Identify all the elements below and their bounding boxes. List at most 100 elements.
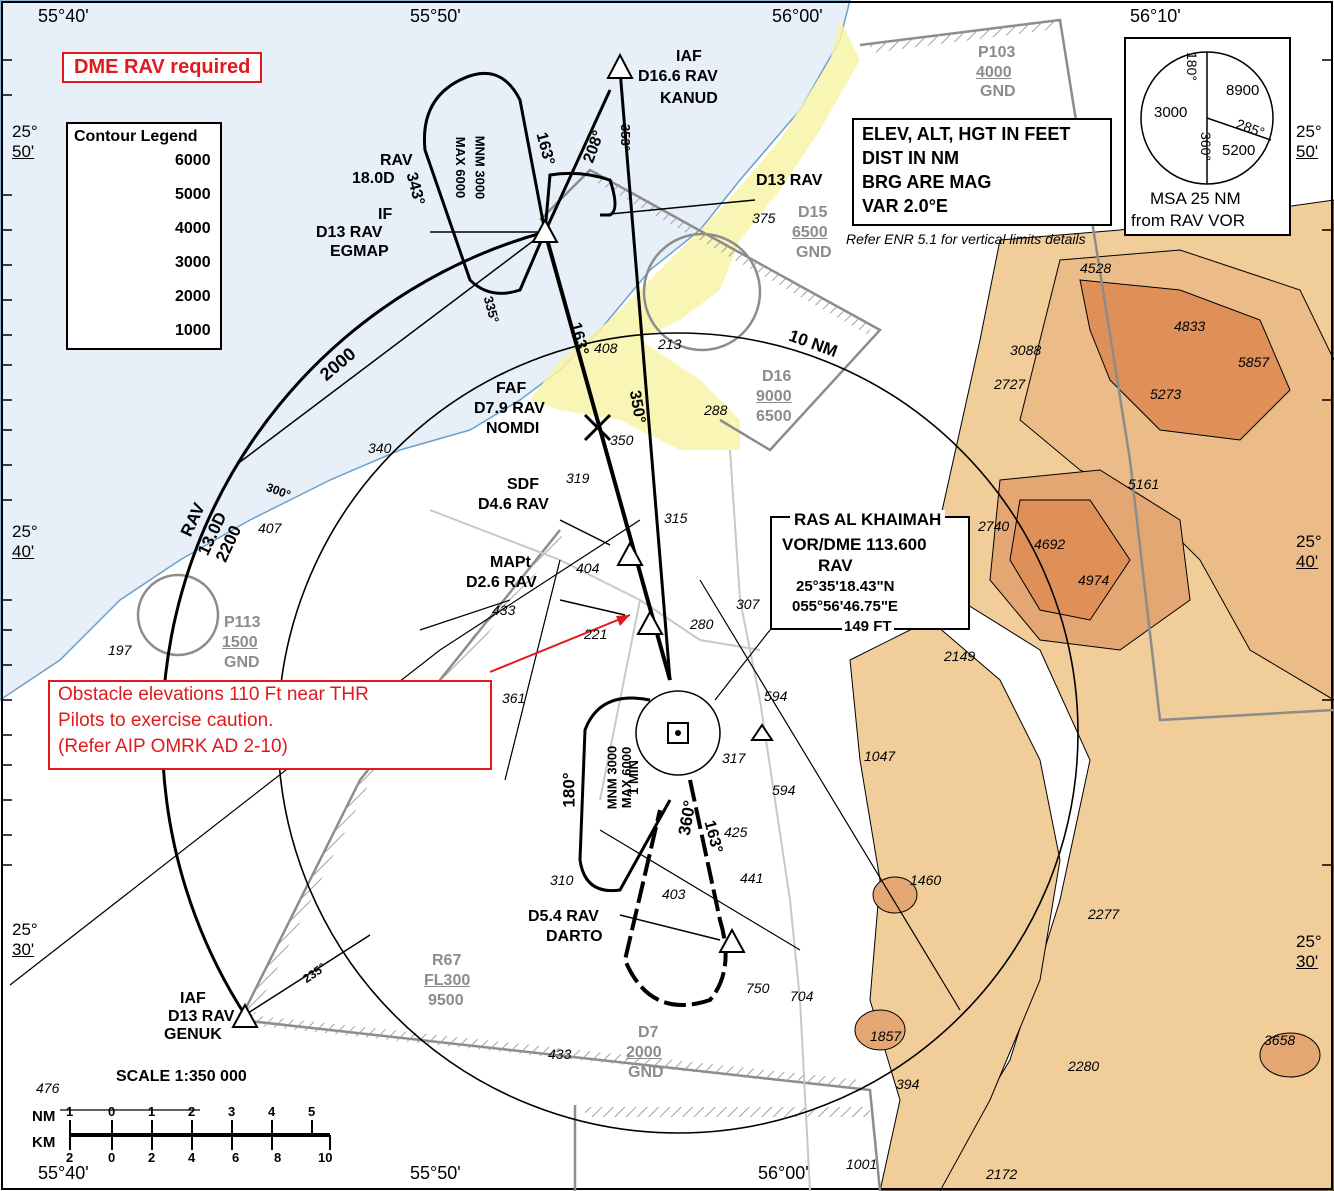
vor-name: RAS AL KHAIMAH	[790, 510, 946, 530]
msa-sector: 8900	[1226, 82, 1260, 99]
lat-label: 25°	[12, 920, 38, 939]
units-line: BRG ARE MAG	[862, 172, 992, 192]
hold-limits: 1 MIN	[625, 760, 641, 795]
obstacle-elev: 433	[492, 602, 516, 618]
fix-mapt	[636, 609, 664, 635]
airspace-name: D7	[638, 1024, 659, 1041]
vor-lat: 25°35'18.43"N	[796, 578, 895, 595]
spot-height: 4974	[1078, 572, 1110, 588]
obstacle-elev: 704	[790, 988, 814, 1004]
spot-height: 2740	[978, 518, 1010, 534]
obstacle-elev: 319	[566, 470, 590, 486]
hold-limits: MAX 6000	[453, 136, 469, 199]
legend-level: 6000	[175, 152, 211, 169]
msa-sector: 5200	[1222, 142, 1256, 159]
fix-label: D4.6 RAV	[478, 496, 549, 513]
scale-tick: 10	[318, 1150, 333, 1165]
airspace-lower: GND	[796, 244, 832, 261]
airspace-lower: GND	[224, 654, 260, 671]
fix-label: D16.6 RAV	[638, 68, 718, 85]
obstacle-elev: 317	[722, 750, 746, 766]
obstacle-elev: 310	[550, 872, 574, 888]
spot-height: 476	[36, 1080, 60, 1096]
spot-height: 2280	[1068, 1058, 1100, 1074]
terrain	[849, 199, 1334, 1191]
scale-bar	[69, 1120, 331, 1150]
spot-height: 1460	[910, 872, 942, 888]
lat-label: 40'	[12, 542, 35, 561]
enr-note: Refer ENR 5.1 for vertical limits detail…	[846, 231, 1086, 247]
dme-arc-13	[160, 230, 546, 1016]
msa-caption: MSA 25 NM	[1150, 189, 1241, 208]
spot-height: 1047	[864, 748, 896, 764]
fix-label: FAF	[496, 380, 527, 397]
scale-tick: 4	[268, 1104, 276, 1119]
scale-tick: 6	[232, 1150, 240, 1165]
fix-label: D13 RAV	[168, 1008, 235, 1025]
obstacle-elev: 425	[724, 824, 748, 840]
lat-label: 25°	[1296, 532, 1322, 551]
fix-label: D2.6 RAV	[466, 574, 537, 591]
caution-line: Pilots to exercise caution.	[58, 710, 274, 731]
legend-level: 5000	[175, 186, 211, 203]
obstacle-elev: 403	[662, 886, 686, 902]
scale-tick: 3	[228, 1104, 236, 1119]
scale-tick: 2	[148, 1150, 156, 1165]
airspace-upper: 2000	[626, 1044, 662, 1061]
scale-tick: 4	[188, 1150, 196, 1165]
obstacle-elev: 288	[704, 402, 728, 418]
caution-line: Obstacle elevations 110 Ft near THR	[58, 684, 369, 705]
obstacle-elev: 1001	[846, 1156, 878, 1172]
airspace-name: P103	[978, 44, 1016, 61]
msa-sector: 3000	[1154, 104, 1188, 121]
lon-label: 55°50'	[410, 6, 461, 26]
vor-freq: VOR/DME 113.600	[782, 535, 927, 554]
lat-label: 25°	[1296, 122, 1322, 141]
lon-label: 55°40'	[38, 6, 89, 26]
msa-bearing: 180°	[1184, 52, 1200, 81]
units-line: DIST IN NM	[862, 148, 959, 168]
spot-height: 2172	[986, 1166, 1018, 1182]
lon-label: 56°00'	[772, 6, 823, 26]
spot-height: 3658	[1264, 1032, 1296, 1048]
vor-elev: 149 FT	[842, 618, 894, 635]
track-label: 353°	[617, 124, 633, 151]
lon-label: 56°00'	[758, 1163, 809, 1183]
fix-label: RAV	[380, 152, 413, 169]
scale-tick: 8	[274, 1150, 282, 1165]
airspace-upper: 6500	[792, 224, 828, 241]
vor-info-box	[770, 516, 970, 630]
spot-height: 5161	[1128, 476, 1160, 492]
dme-required-notice: DME RAV required	[62, 52, 263, 83]
vor-ident: RAV	[818, 556, 853, 575]
lat-label: 25°	[12, 522, 38, 541]
airspace-lower: GND	[628, 1064, 664, 1081]
lat-label: 50'	[1296, 142, 1319, 161]
fix-label: GENUK	[164, 1026, 222, 1043]
sea-area	[0, 0, 851, 701]
obstacle-elev: 361	[502, 690, 526, 706]
legend-level: 4000	[175, 220, 211, 237]
spot-height: 5857	[1238, 354, 1270, 370]
spot-height: 4528	[1080, 260, 1112, 276]
obstacle-elev: 750	[746, 980, 770, 996]
fix-label: DARTO	[546, 928, 603, 945]
msa-diagram	[1124, 37, 1291, 236]
obstacle-elev: 433	[548, 1046, 572, 1062]
spot-height: 2277	[1088, 906, 1120, 922]
fix-label: NOMDI	[486, 420, 540, 437]
legend-level: 1000	[175, 322, 211, 339]
spot-height: 2727	[994, 376, 1026, 392]
hold-limits: MNM 3000	[604, 745, 620, 810]
lon-label: 55°40'	[38, 1163, 89, 1183]
graticule-ticks	[2, 59, 1332, 866]
obstacle-elev: 315	[664, 510, 688, 526]
fix-label: SDF	[507, 476, 539, 493]
scale-tick: 2	[188, 1104, 196, 1119]
lat-label: 25°	[1296, 932, 1322, 951]
lat-label: 30'	[12, 940, 35, 959]
msa-bearing: 360°	[1198, 132, 1214, 161]
legend-level: 2000	[175, 288, 211, 305]
obstacle-elev: 350	[610, 432, 634, 448]
obstacle-elev: 404	[576, 560, 600, 576]
